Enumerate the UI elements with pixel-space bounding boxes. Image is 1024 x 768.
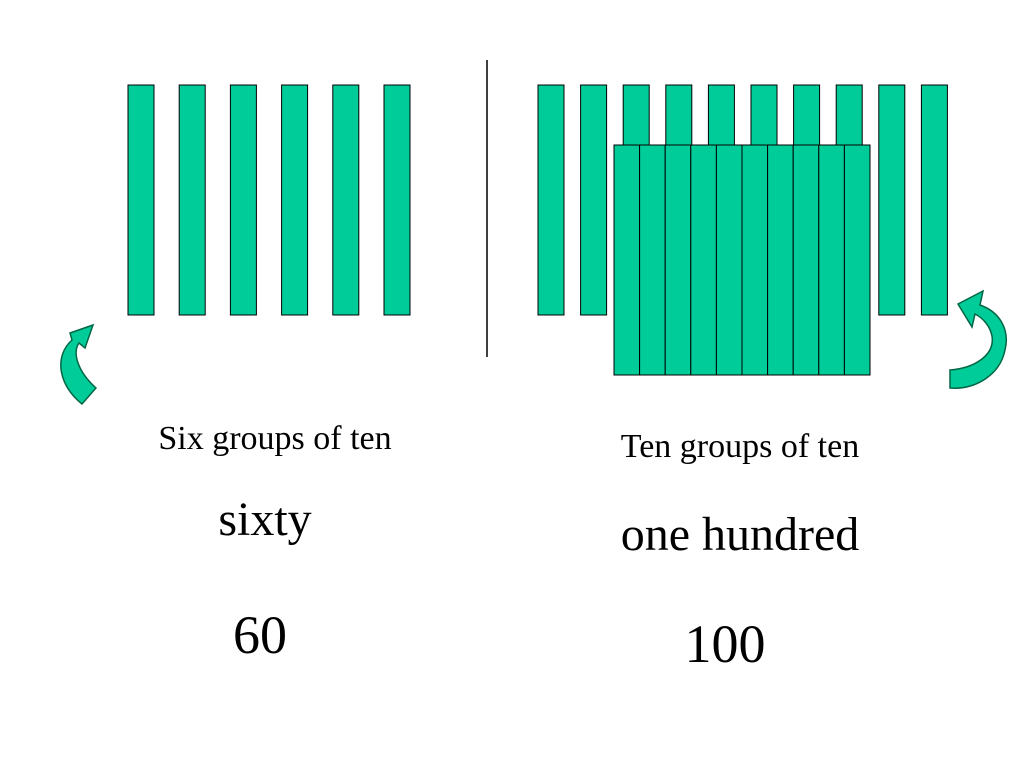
- ten-rod: [818, 144, 845, 376]
- ten-rod: [741, 144, 769, 376]
- right-number-word: one hundred: [620, 508, 860, 561]
- left-number-word: sixty: [218, 493, 312, 546]
- ten-rod: [229, 84, 257, 316]
- ten-rod: [332, 84, 360, 316]
- ten-rod: [878, 84, 906, 316]
- curved-arrow-icon: [60, 323, 98, 406]
- ten-rod: [792, 144, 820, 376]
- left-numeral: 60: [233, 605, 287, 665]
- ten-rod: [639, 144, 666, 376]
- ten-rod: [383, 84, 411, 316]
- right-caption: Ten groups of ten: [620, 428, 860, 465]
- ten-rod: [843, 144, 871, 376]
- right-numeral: 100: [684, 614, 766, 674]
- curved-arrow-icon: [949, 289, 1007, 389]
- ten-rod: [178, 84, 206, 316]
- left-caption: Six groups of ten: [158, 420, 392, 457]
- ten-rod: [613, 144, 641, 376]
- ten-rod: [690, 144, 717, 376]
- ten-rod: [580, 84, 608, 316]
- ten-rod: [664, 144, 692, 376]
- left-ten-rods-group: [127, 84, 411, 316]
- ten-rod: [715, 144, 743, 376]
- ten-rod: [127, 84, 155, 316]
- ten-rod: [767, 144, 794, 376]
- right-front-rods-group: [613, 144, 871, 376]
- ten-rod: [537, 84, 565, 316]
- ten-rod: [281, 84, 309, 316]
- ten-rod: [920, 84, 948, 316]
